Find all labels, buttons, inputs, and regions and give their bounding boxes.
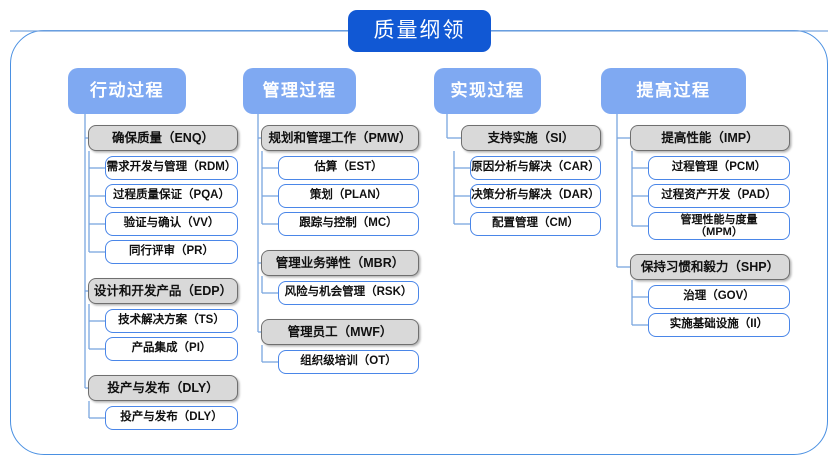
col-1-group-3: 投产与发布（DLY） — [88, 375, 238, 401]
diagram-title: 质量纲领 — [348, 10, 491, 52]
col-2-group-1-item-3: 跟踪与控制（MC） — [278, 212, 419, 236]
col-1-group-3-item-1: 投产与发布（DLY） — [105, 406, 238, 430]
col-4-group-1-item-3: 管理性能与度量（MPM） — [648, 212, 790, 240]
col-1-group-2-item-1: 技术解决方案（TS） — [105, 309, 238, 333]
col-2-group-3: 管理员工（MWF） — [261, 319, 419, 345]
col-4-group-1-item-2: 过程资产开发（PAD） — [648, 184, 790, 208]
col-4-group-2-item-1: 治理（GOV） — [648, 285, 790, 309]
col-2-group-2-item-1: 风险与机会管理（RSK） — [278, 281, 419, 305]
col-2-group-1-item-2: 策划（PLAN） — [278, 184, 419, 208]
column-header-2: 管理过程 — [243, 68, 356, 114]
col-3-group-1: 支持实施（SI） — [461, 125, 601, 151]
column-header-4: 提高过程 — [601, 68, 746, 114]
col-2-group-3-item-1: 组织级培训（OT） — [278, 350, 419, 374]
col-4-group-1-item-1: 过程管理（PCM） — [648, 156, 790, 180]
col-1-group-1-item-1: 需求开发与管理（RDM） — [105, 156, 238, 180]
col-1-group-1-item-4: 同行评审（PR） — [105, 240, 238, 264]
column-header-1: 行动过程 — [68, 68, 186, 114]
col-1-group-1-item-3: 验证与确认（VV） — [105, 212, 238, 236]
column-header-3: 实现过程 — [434, 68, 541, 114]
col-3-group-1-item-2: 决策分析与解决（DAR） — [470, 184, 601, 208]
col-1-group-2-item-2: 产品集成（PI） — [105, 337, 238, 361]
col-2-group-1: 规划和管理工作（PMW） — [261, 125, 419, 151]
col-2-group-2: 管理业务弹性（MBR） — [261, 250, 419, 276]
col-2-group-1-item-1: 估算（EST） — [278, 156, 419, 180]
col-4-group-2: 保持习惯和毅力（SHP） — [630, 254, 790, 280]
col-1-group-1-item-2: 过程质量保证（PQA） — [105, 184, 238, 208]
col-3-group-1-item-3: 配置管理（CM） — [470, 212, 601, 236]
col-4-group-1: 提高性能（IMP） — [630, 125, 790, 151]
col-4-group-2-item-2: 实施基础设施（II） — [648, 313, 790, 337]
col-3-group-1-item-1: 原因分析与解决（CAR） — [470, 156, 601, 180]
col-1-group-2: 设计和开发产品（EDP） — [88, 278, 238, 304]
col-1-group-1: 确保质量（ENQ） — [88, 125, 238, 151]
